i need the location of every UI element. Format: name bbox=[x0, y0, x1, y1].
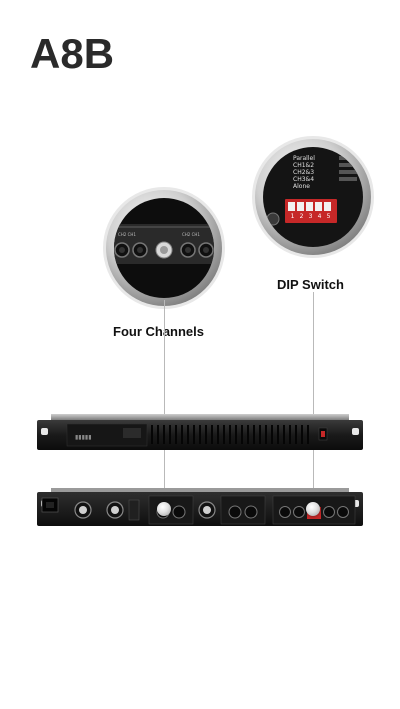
dip-switch-number: 1 bbox=[290, 213, 295, 220]
dip-switch-number: 4 bbox=[317, 213, 322, 220]
dip-row-label: CH3&4 bbox=[293, 176, 315, 183]
dip-switch-numbers: 1 2 3 4 5 bbox=[288, 213, 333, 220]
dip-switch-magnifier: Parallel CH1&2 CH2&3 CH3&4 Alone 1 2 3 4… bbox=[251, 135, 375, 259]
dip-row-label: CH2&3 bbox=[293, 169, 315, 176]
dip-row-label: Parallel bbox=[293, 155, 315, 162]
amplifier-front-panel: ▮▮▮▮▮ bbox=[37, 414, 363, 450]
dip-switch-leader-line bbox=[313, 292, 314, 506]
svg-text:CH2 CH1: CH2 CH1 bbox=[118, 232, 136, 237]
dip-switch-marker-dot bbox=[306, 502, 320, 516]
dip-switch-label: DIP Switch bbox=[277, 277, 344, 292]
model-title: A8B bbox=[30, 30, 115, 77]
dip-switch-number: 3 bbox=[308, 213, 313, 220]
amplifier-rear-panel bbox=[37, 488, 363, 526]
dip-row-labels: Parallel CH1&2 CH2&3 CH3&4 Alone bbox=[293, 155, 315, 190]
dip-switch-number: 5 bbox=[326, 213, 331, 220]
four-channels-marker-dot bbox=[157, 502, 171, 516]
dip-row-label: CH1&2 bbox=[293, 162, 315, 169]
dip-row-label: Alone bbox=[293, 183, 310, 190]
svg-text:▮▮▮▮▮: ▮▮▮▮▮ bbox=[75, 434, 92, 441]
dip-switch-number: 2 bbox=[299, 213, 304, 220]
four-channels-leader-line bbox=[164, 300, 165, 508]
four-channels-label: Four Channels bbox=[113, 324, 205, 339]
four-channels-magnifier: CH2 CH1 CH2 CH1 bbox=[103, 187, 225, 309]
svg-text:CH2 CH1: CH2 CH1 bbox=[182, 232, 200, 237]
